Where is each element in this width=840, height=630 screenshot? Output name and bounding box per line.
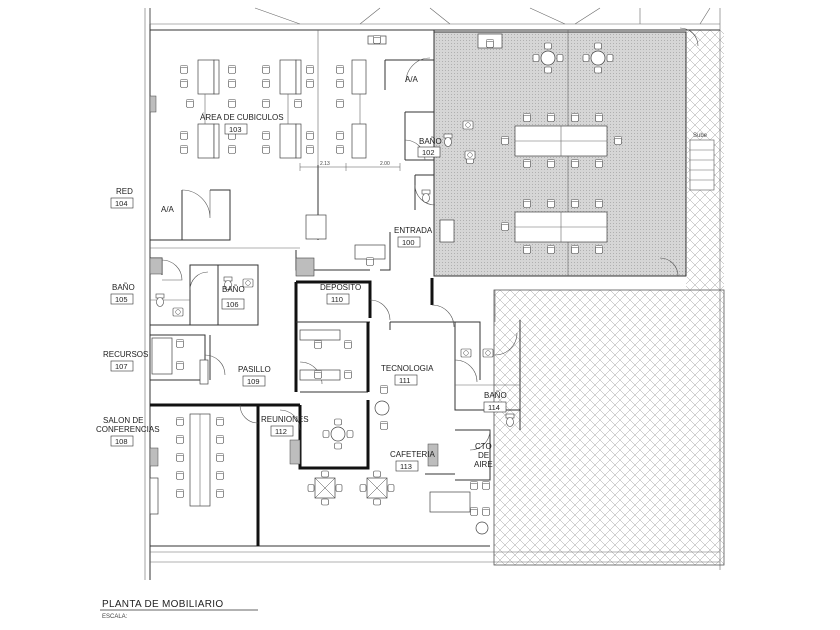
tecnologia-furniture — [299, 329, 390, 430]
room-number-box — [417, 146, 441, 158]
reuniones-furniture — [322, 418, 354, 450]
room-name-tecnologia: TECNOLOGIA — [381, 364, 434, 373]
dimension-2-00: 2.00 — [380, 161, 390, 167]
room-name-aa-top: A/A — [405, 75, 419, 84]
room-number-box — [242, 375, 266, 387]
room-number-box — [110, 435, 134, 447]
room-number-102: 102 — [422, 148, 435, 157]
plan-title: PLANTA DE MOBILIARIO — [102, 599, 223, 610]
room-number-box — [224, 123, 248, 135]
room-name-bano-102: BAÑO — [419, 137, 442, 146]
title-block: PLANTA DE MOBILIARIO ESCALA: — [100, 599, 258, 620]
room-name-entrada: ENTRADA — [394, 226, 433, 235]
room-name-cto-line3: AIRE — [474, 460, 493, 469]
room-labels: ÁREA DE CUBICULOS 103 RED 104 A/A A/A BA… — [96, 75, 507, 472]
stair-label: Sube — [693, 133, 708, 139]
room-number-box — [110, 293, 134, 305]
room-number-box — [395, 460, 419, 472]
doors — [161, 27, 699, 451]
scale-label: ESCALA: — [102, 614, 128, 620]
room-number-box — [110, 197, 134, 209]
room-name-bano-105: BAÑO — [112, 283, 135, 292]
room-number-105: 105 — [115, 295, 128, 304]
open-office-furniture — [440, 33, 622, 254]
room-number-114: 114 — [488, 403, 500, 412]
room-number-113: 113 — [400, 462, 412, 471]
room-name-recursos: RECURSOS — [103, 350, 148, 359]
room-name-salon-line1: SALON DE — [103, 416, 143, 425]
room-name-red: RED — [116, 187, 133, 196]
room-number-box — [394, 374, 418, 386]
room-name-bano-114: BAÑO — [484, 391, 507, 400]
room-name-bano-106: BAÑO — [222, 285, 245, 294]
room-number-box — [326, 293, 350, 305]
stair: Sube — [689, 133, 715, 191]
room-number-108: 108 — [115, 437, 128, 446]
room-name-cto-line1: CTO — [475, 442, 492, 451]
room-number-111: 111 — [399, 376, 410, 385]
room-number-109: 109 — [247, 377, 260, 386]
room-number-103: 103 — [229, 125, 242, 134]
room-number-110: 110 — [331, 295, 343, 304]
dimension-2-13: 2.13 — [320, 161, 330, 167]
room-name-deposito: DEPOSITO — [320, 283, 361, 292]
room-name-cubiculos: ÁREA DE CUBICULOS — [200, 113, 284, 122]
room-number-box — [397, 236, 421, 248]
room-name-cto-line2: DE — [478, 451, 489, 460]
room-number-box — [270, 425, 294, 437]
room-name-reuniones: REUNIONES — [261, 415, 309, 424]
cubicle-workstations — [180, 35, 387, 159]
room-number-112: 112 — [275, 427, 287, 436]
entrance-furniture — [149, 95, 455, 277]
room-name-pasillo: PASILLO — [238, 365, 271, 374]
cafeteria-furniture — [307, 443, 490, 535]
room-name-aa-red: A/A — [161, 205, 175, 214]
conference-furniture — [149, 413, 301, 515]
room-number-box — [483, 401, 507, 413]
room-number-106: 106 — [226, 300, 239, 309]
room-name-salon-line2: CONFERENCIAS — [96, 425, 160, 434]
room-number-box — [221, 298, 245, 310]
room-number-box — [110, 360, 134, 372]
room-number-107: 107 — [115, 362, 128, 371]
dimension-line: 2.13 2.00 — [299, 161, 401, 171]
room-name-cafeteria: CAFETERIA — [390, 450, 436, 459]
room-number-100: 100 — [402, 238, 415, 247]
recursos-furniture — [151, 337, 209, 385]
room-number-104: 104 — [115, 199, 128, 208]
